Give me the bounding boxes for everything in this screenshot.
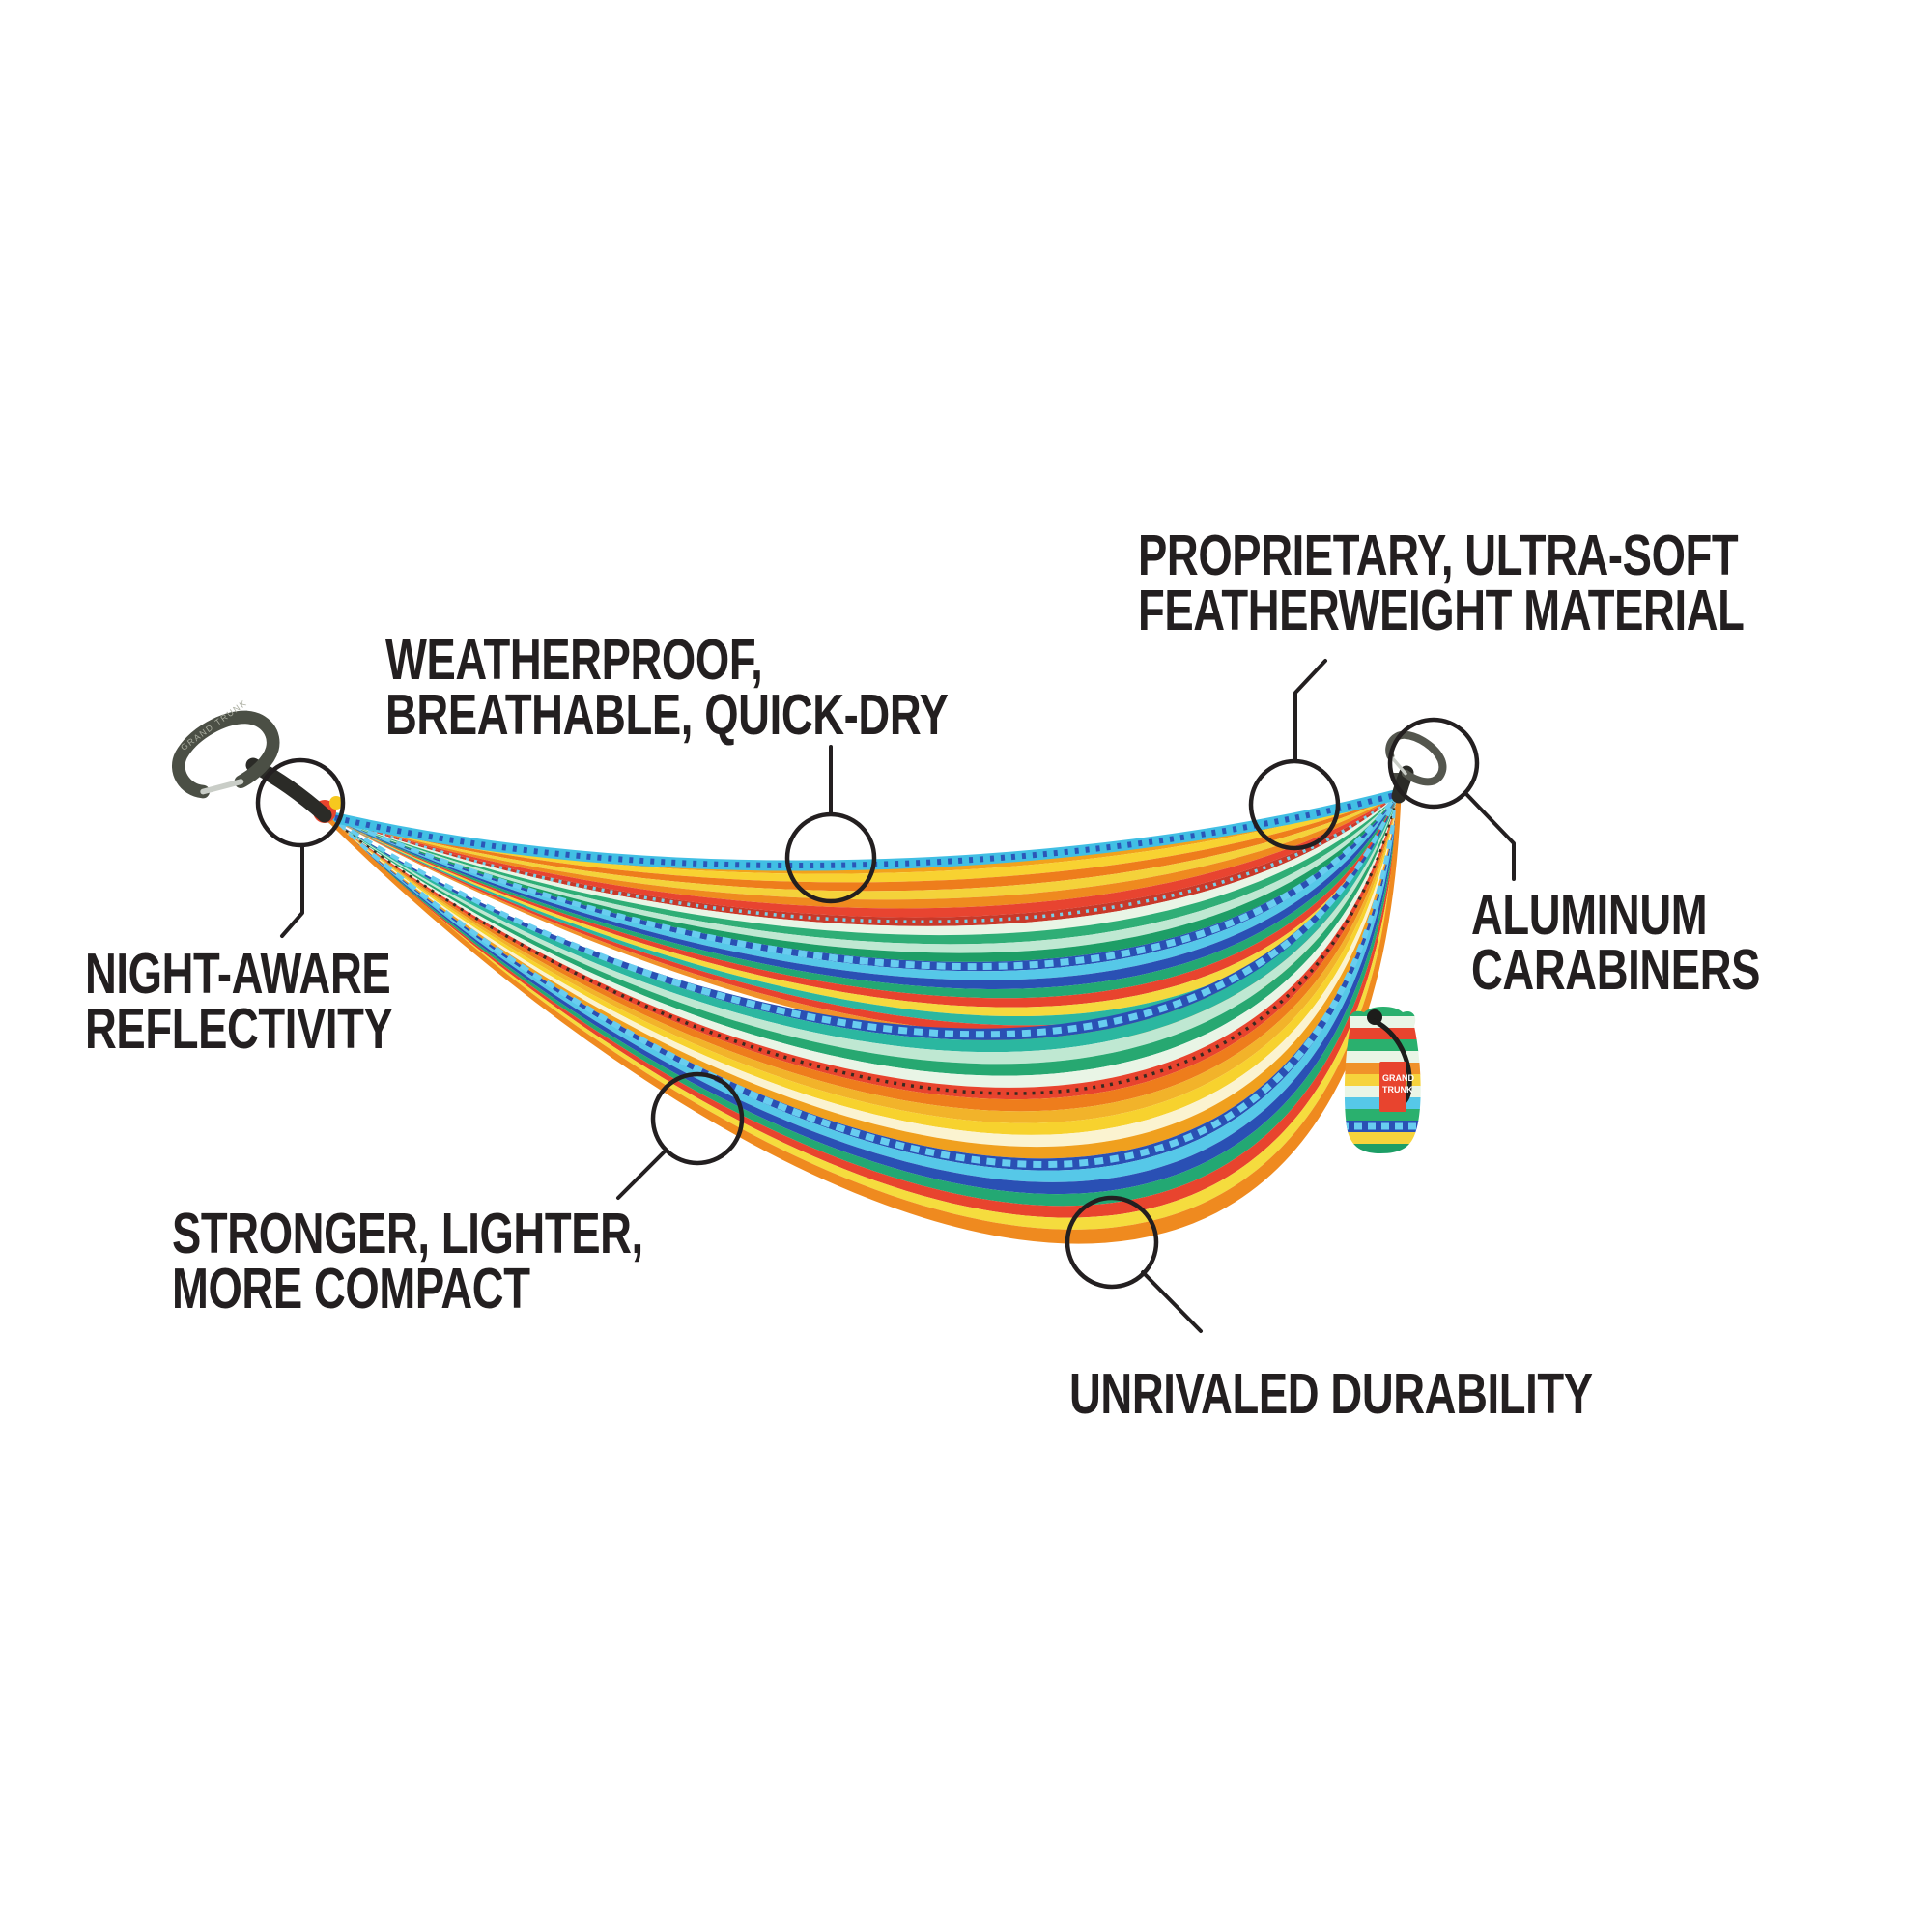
hammock-stripe (325, 794, 1399, 892)
hammock-stripe (325, 794, 1399, 883)
hammock-stripe (325, 794, 1399, 1035)
callout-label-carabiners: ALUMINUM CARABINERS (1471, 887, 1760, 999)
hammock-back-panel (323, 791, 1402, 1044)
callout-label-durability: UNRIVALED DURABILITY (1069, 1366, 1593, 1423)
leader-line-featherweight (1293, 659, 1327, 761)
stripe-dot-pattern (323, 793, 1401, 1095)
stuff-sack-stripe (1344, 1016, 1421, 1029)
stuff-sack-stripe (1344, 1007, 1421, 1017)
stuff-sack-stripe (1344, 1109, 1421, 1122)
callout-circle-carabiners (1387, 717, 1480, 810)
stuff-sack: GRAND TRUNK (1344, 1007, 1421, 1153)
callout-circle-reflectivity (255, 757, 346, 848)
stuff-sack-stripe (1344, 1051, 1421, 1064)
label-line: REFLECTIVITY (85, 997, 393, 1061)
callout-label-featherweight: PROPRIETARY, ULTRA-SOFT FEATHERWEIGHT MA… (1138, 527, 1745, 642)
carabiner-left-body (172, 710, 280, 799)
label-line: FEATHERWEIGHT MATERIAL (1138, 579, 1745, 642)
callout-label-reflectivity: NIGHT-AWARE REFLECTIVITY (85, 946, 393, 1058)
leader-line-carabiners (1464, 792, 1516, 881)
label-line: ALUMINUM (1471, 883, 1708, 947)
carabiner-left-wire-gate (200, 779, 244, 795)
label-line: MORE COMPACT (172, 1257, 530, 1321)
hammock-top-stitching (324, 791, 1400, 868)
stuff-sack-label (1379, 1062, 1406, 1112)
stripe-triangle-pattern (322, 793, 1403, 1168)
hammock-stripe (325, 794, 1399, 1044)
leader-line-reflectivity (280, 844, 304, 938)
carabiner-right-wire-gate (1388, 753, 1407, 776)
callout-circle-weatherproof (784, 811, 877, 904)
stripe-triangle-pattern (323, 792, 1403, 1038)
label-line: CARABINERS (1471, 938, 1761, 1002)
label-line: STRONGER, LIGHTER, (172, 1202, 643, 1265)
stuff-sack-stripe (1344, 1132, 1421, 1145)
label-line: BREATHABLE, QUICK-DRY (385, 683, 949, 747)
label-line: WEATHERPROOF, (385, 628, 763, 692)
hammock-front-panel (322, 792, 1403, 1242)
callout-label-weatherproof: WEATHERPROOF, BREATHABLE, QUICK-DRY (385, 632, 949, 744)
label-line: PROPRIETARY, ULTRA-SOFT (1138, 524, 1739, 587)
stuff-sack-label-text: GRAND (1382, 1073, 1414, 1083)
hammock-stripe (325, 794, 1399, 900)
stuff-sack-stripe (1344, 1144, 1421, 1153)
left-gather-knot-wrap (329, 796, 343, 810)
callout-circle-durability (1065, 1195, 1159, 1290)
label-line: UNRIVALED DURABILITY (1069, 1362, 1593, 1426)
callout-circle-compact (650, 1071, 745, 1166)
carabiner-left-engraving: GRAND TRUNK (179, 697, 249, 753)
carabiner-left-icon: GRAND TRUNK (172, 697, 280, 799)
stuff-sack-stripe (1344, 1028, 1421, 1040)
stuff-sack-label-text: TRUNK (1382, 1085, 1413, 1094)
stuff-sack-stripe (1344, 1039, 1421, 1052)
leader-line-durability (1141, 1270, 1203, 1333)
hammock-stripe (325, 794, 1399, 1148)
hammock-stripe (325, 794, 1399, 909)
leader-line-compact (616, 1149, 668, 1200)
callout-label-compact: STRONGER, LIGHTER, MORE COMPACT (172, 1206, 643, 1318)
label-line: NIGHT-AWARE (85, 942, 391, 1006)
stripe-triangle-pattern (323, 791, 1402, 971)
callout-circle-featherweight (1248, 758, 1341, 851)
